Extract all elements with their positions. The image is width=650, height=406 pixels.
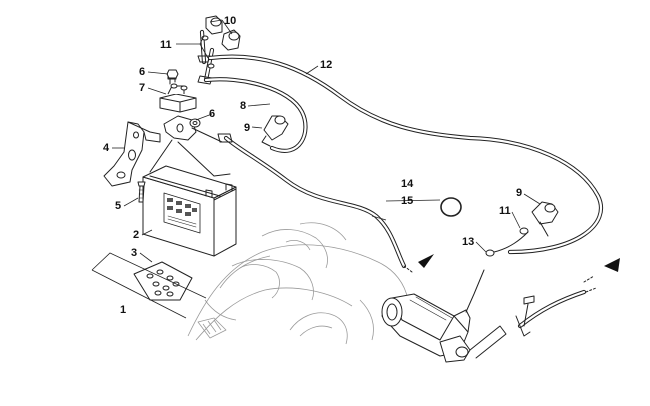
callout-8: 8	[240, 100, 246, 112]
washer[interactable]	[485, 249, 495, 257]
callout-15: 15	[401, 195, 413, 207]
nut-upper[interactable]	[166, 69, 179, 79]
terminal-boot-lower[interactable]	[221, 29, 241, 51]
callouts: 10 11 12 6 7 8 6 9 4 5 2 3 1 14 15 9 11 …	[103, 15, 522, 316]
callout-9-lower: 9	[516, 187, 522, 199]
callout-6-upper: 6	[139, 66, 145, 78]
hold-down-bracket[interactable]	[149, 115, 231, 177]
starter-lead	[465, 269, 485, 313]
assembly-bracket-top	[91, 252, 207, 299]
callout-13: 13	[462, 236, 474, 248]
terminal-boot-upper[interactable]	[205, 15, 223, 35]
nut-lower[interactable]	[189, 118, 201, 128]
clamp-ring[interactable]	[440, 197, 462, 217]
battery-warning-label	[163, 192, 201, 234]
battery[interactable]	[142, 165, 237, 257]
starter-strap	[469, 325, 507, 359]
callout-10: 10	[224, 15, 236, 27]
callout-5: 5	[115, 200, 121, 212]
assembly-bracket-bottom	[91, 269, 187, 319]
nut-right[interactable]	[519, 227, 529, 235]
callout-1: 1	[120, 304, 126, 316]
starter-cable[interactable]	[515, 275, 597, 337]
cable-eight[interactable]	[203, 77, 308, 153]
cable-fifteen-continuation	[403, 265, 413, 273]
callout-11-lower: 11	[499, 205, 511, 217]
leader-lines	[112, 19, 541, 263]
short-leads[interactable]	[197, 29, 215, 85]
starter-motor[interactable]	[381, 293, 471, 363]
callout-6-lower: 6	[209, 108, 215, 120]
callout-7: 7	[139, 82, 145, 94]
terminal-cover-pad[interactable]	[133, 261, 193, 301]
cable-boot-upper[interactable]	[261, 115, 289, 147]
callout-11-upper: 11	[160, 39, 172, 51]
chassis-outline	[187, 222, 409, 345]
ground-lead[interactable]	[493, 231, 529, 253]
callout-3: 3	[131, 247, 137, 259]
callout-14: 14	[401, 178, 414, 190]
cable-boot-lower[interactable]	[531, 201, 559, 237]
callout-2: 2	[133, 229, 139, 241]
arrow-pointer-left	[418, 254, 434, 268]
long-cable[interactable]	[207, 54, 604, 255]
callout-12: 12	[320, 59, 332, 71]
starter-relay[interactable]	[159, 69, 197, 113]
arrow-pointer-right	[604, 258, 620, 272]
cable-fifteen[interactable]	[217, 133, 407, 269]
callout-4: 4	[103, 142, 110, 154]
bolt[interactable]	[137, 181, 146, 203]
callout-9-upper: 9	[244, 122, 250, 134]
battery-bracket[interactable]	[103, 121, 161, 187]
